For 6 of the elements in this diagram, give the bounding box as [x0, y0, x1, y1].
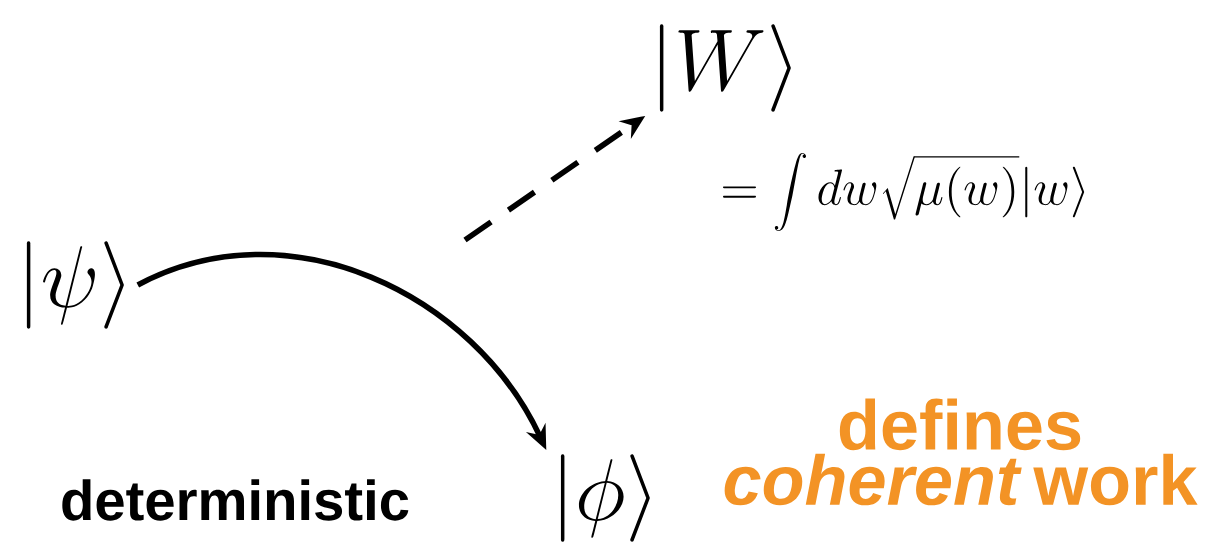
label-text: defines coherent work [724, 398, 1198, 506]
ket-symbol: $|\psi\rangle$ [26, 241, 124, 329]
label-text: deterministic [62, 479, 409, 521]
ket-symbol: $|W\rangle$ [659, 24, 791, 112]
integral-formula: $= \int dw \sqrt{\mu(w)} |w\rangle$ [723, 152, 1085, 232]
ket-symbol: $|\phi\rangle$ [560, 454, 650, 542]
